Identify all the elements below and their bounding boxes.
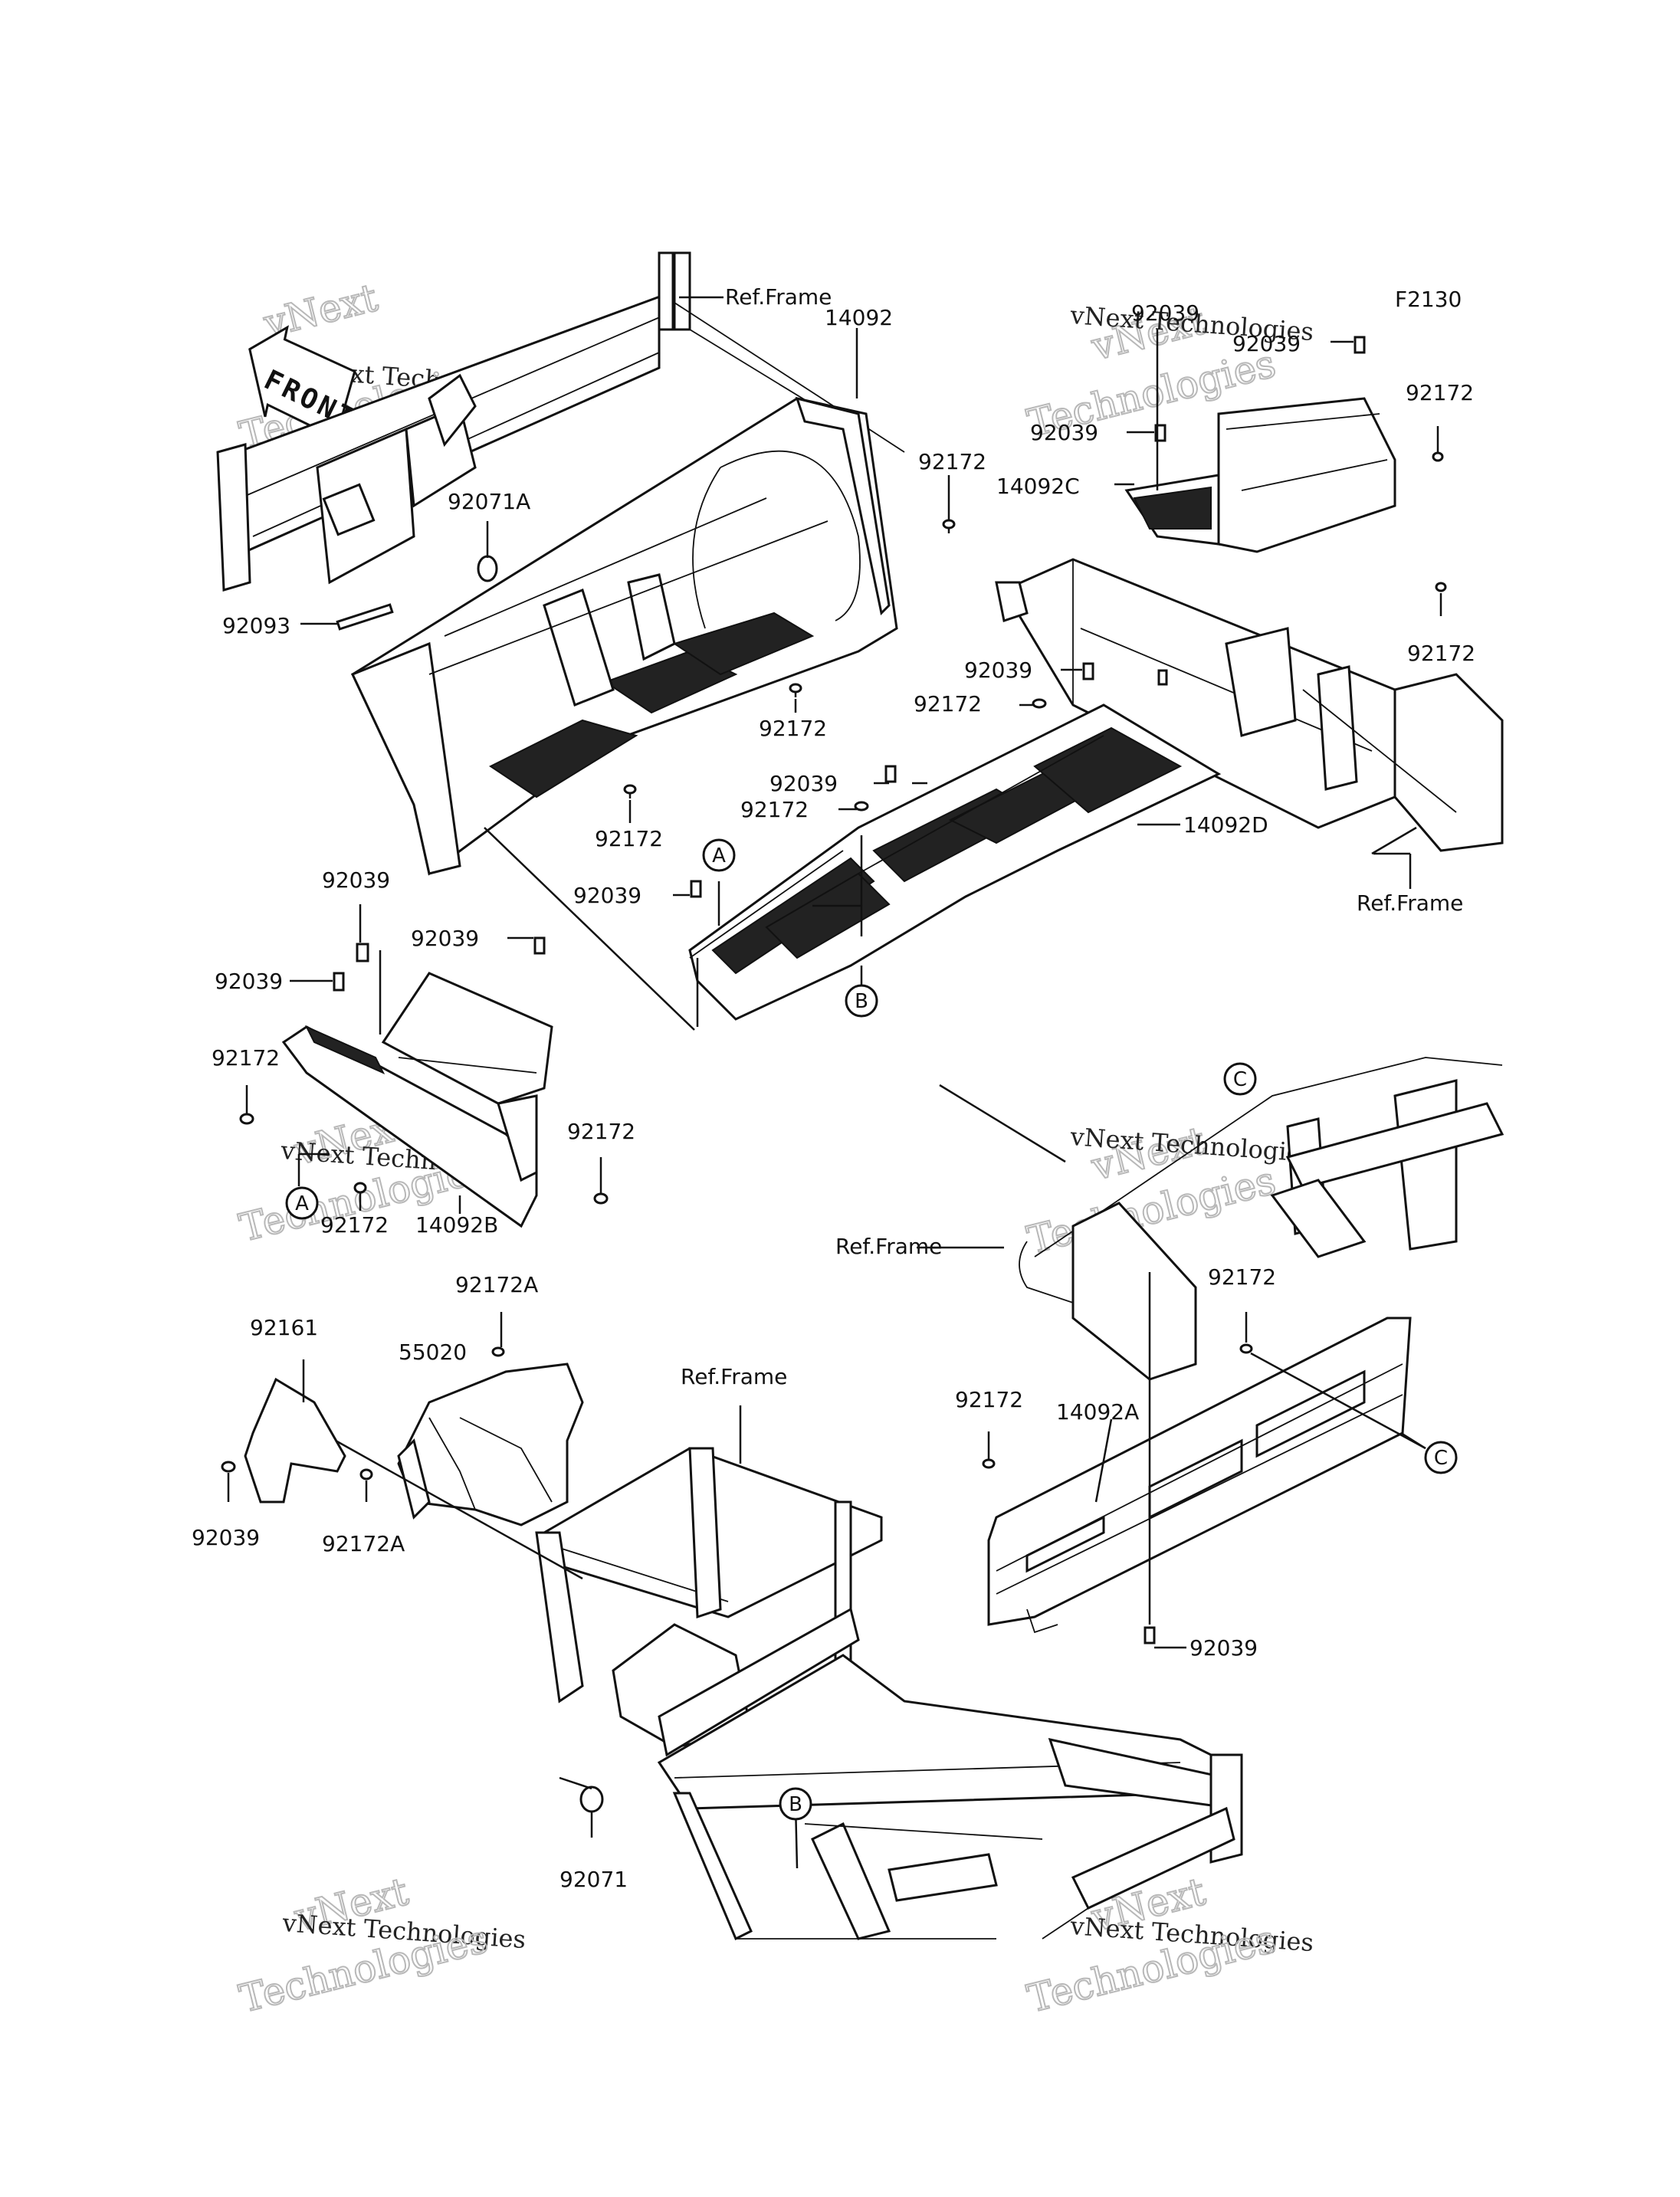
part-label-92039: 92039 [322,867,390,893]
svg-text:B: B [855,990,868,1013]
clip-icon [491,1346,505,1357]
part-label-92172: 92172 [595,826,663,851]
guard-14092B [281,972,553,1228]
clip-icon [884,765,897,783]
front-frame-section [216,251,905,592]
clip-icon [1032,698,1047,709]
bed-panel-14092A [987,1317,1412,1634]
part-label-92093: 92093 [222,613,290,638]
svg-text:C: C [1233,1068,1247,1091]
marker-B: B [845,984,878,1018]
rear-frame-top-right [995,558,1504,852]
part-label-92161: 92161 [250,1315,318,1340]
diagram-code-label: F2130 [1395,287,1462,312]
part-label-92039: 92039 [1030,420,1098,445]
marker-B: B [779,1787,812,1821]
clip-icon [333,972,345,992]
part-label-92039: 92039 [769,771,838,796]
ref-frame-label: Ref.Frame [1357,890,1463,916]
clip-icon [1144,1626,1156,1644]
clip-icon [623,784,637,798]
part-label-92039: 92039 [411,926,479,951]
part-label-92071: 92071 [559,1867,628,1892]
part-label-92172: 92172 [1208,1264,1276,1290]
watermark-mid-right: vNext vNext Technologies Technologies [1022,1117,1314,1264]
clip-icon [942,519,956,533]
marker-C: C [1223,1062,1257,1096]
part-label-92172: 92172 [740,797,809,822]
clip-icon [690,880,702,898]
svg-text:A: A [295,1192,309,1215]
clip-fasteners [221,336,1447,1813]
part-label-92172: 92172 [1407,641,1475,666]
clip-icon [359,1468,373,1481]
part-label-14092D: 14092D [1183,812,1268,838]
clip-icon [1432,451,1444,462]
ref-frame-label: Ref.Frame [725,284,832,310]
part-label-92039: 92039 [1189,1635,1258,1661]
marker-C: C [1424,1441,1458,1474]
svg-text:B: B [789,1793,802,1816]
part-label-14092B: 14092B [415,1212,498,1238]
clip-icon [789,683,802,697]
part-label-92039: 92039 [1232,331,1301,356]
svg-text:C: C [1434,1447,1448,1470]
footwell-guard-14092 [350,396,898,876]
clip-icon [239,1113,254,1125]
part-label-14092A: 14092A [1056,1399,1139,1425]
clip-icon [1082,662,1094,680]
clip-icon [533,936,546,955]
guard-14092C [1124,397,1396,553]
ref-frame-label: Ref.Frame [681,1364,787,1389]
part-label-92039: 92039 [964,657,1032,683]
part-label-92039: 92039 [1131,300,1199,326]
part-label-92172: 92172 [567,1119,635,1144]
marker-A: A [285,1186,319,1220]
part-label-92172: 92172 [212,1045,280,1071]
part-label-92039: 92039 [215,969,283,994]
clip-icon [221,1461,236,1473]
part-label-92172: 92172 [1406,380,1474,405]
clip-icon [1239,1343,1253,1354]
clip-icon [854,801,869,812]
clip-icon [593,1192,609,1205]
part-label-14092C: 14092C [996,474,1080,499]
grommet-icon [477,555,498,582]
svg-text:A: A [712,844,726,867]
reference-markers: A B A C C B [285,838,1458,1821]
rear-frame-upper [1019,1057,1504,1381]
clip-icon [356,943,369,962]
marker-A: A [702,838,736,872]
part-label-92172A: 92172A [455,1272,538,1297]
main-chassis-frame [535,1447,1243,1941]
part-label-92071A: 92071A [448,489,530,514]
clip-icon [1157,669,1168,686]
ref-frame-label: Ref.Frame [835,1234,942,1259]
part-label-92172: 92172 [914,691,982,716]
part-label-92172: 92172 [759,716,827,741]
cover-92161 [244,1377,346,1503]
strip-icon [336,603,394,631]
part-label-92172: 92172 [918,449,986,474]
clip-icon [982,1458,996,1469]
part-label-92039: 92039 [573,883,641,908]
part-label-92039: 92039 [192,1525,260,1550]
watermark-bottom-right: vNext vNext Technologies Technologies [1022,1868,1314,2022]
watermark-bottom-left: vNext vNext Technologies Technologies [235,1868,527,2022]
part-label-92172: 92172 [955,1387,1023,1412]
part-label-92172A: 92172A [322,1531,405,1556]
floor-mat-14092D [688,703,1222,1021]
leader-lines [227,296,1442,1869]
part-label-55020: 55020 [399,1340,467,1365]
part-label-92172: 92172 [320,1212,389,1238]
duct-55020 [397,1362,584,1526]
clip-icon [1435,582,1447,592]
part-labels: F2130 Ref.Frame 14092 92172 92071A 92093… [192,284,1475,1892]
clip-icon [1354,336,1366,354]
grommet-icon [579,1785,604,1813]
part-label-14092: 14092 [825,305,893,330]
clip-icon [353,1182,367,1194]
